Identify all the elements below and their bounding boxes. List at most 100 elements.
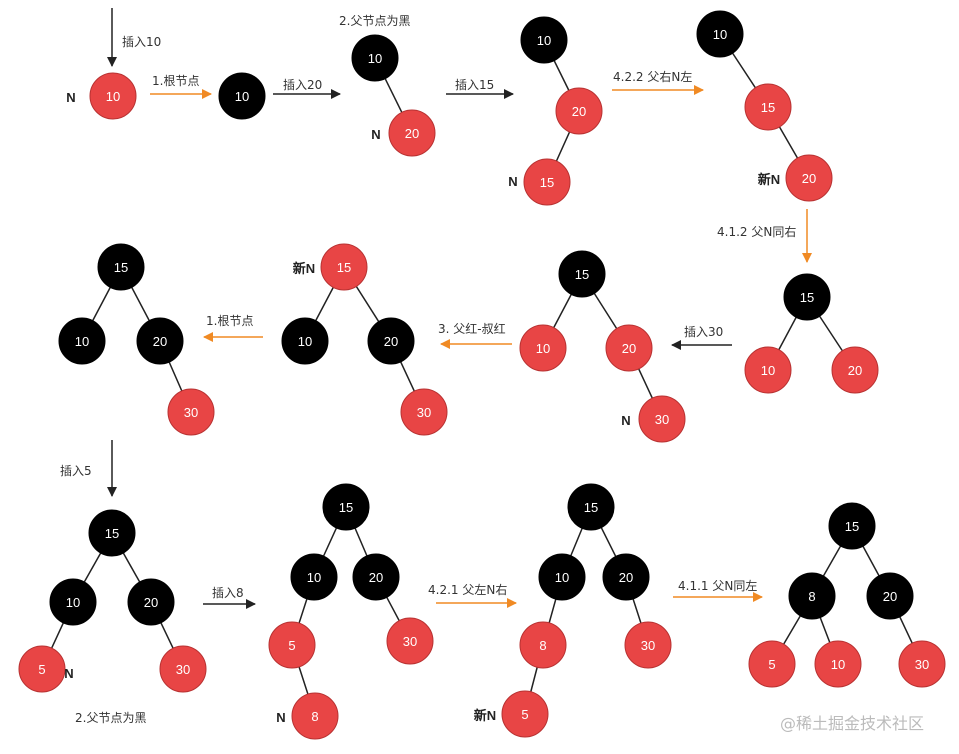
node-value: 15: [114, 260, 128, 275]
step-note: 2.父节点为黑: [339, 14, 410, 28]
tree-node: 20: [602, 553, 650, 601]
node-value: 15: [584, 500, 598, 515]
node-value: 20: [848, 363, 862, 378]
black-node-circle: [866, 572, 914, 620]
tree-node: 10: [520, 16, 568, 64]
node-value: 20: [384, 334, 398, 349]
node-value: 10: [761, 363, 775, 378]
node-value: 10: [537, 33, 551, 48]
watermark-text: @稀土掘金技术社区: [780, 714, 924, 733]
node-value: 15: [845, 519, 859, 534]
node-value: 5: [288, 638, 295, 653]
black-node-circle: [367, 317, 415, 365]
tree-node: 10: [58, 317, 106, 365]
node-value: 5: [768, 657, 775, 672]
node-value: 20: [622, 341, 636, 356]
node-value: 15: [337, 260, 351, 275]
black-node-circle: [567, 483, 615, 531]
red-node-circle: [519, 621, 567, 669]
node-value: 8: [539, 638, 546, 653]
nodes-layer: 10 10 10 20 10 20 15 10 15 20 15 10 20 15 10 20 30 15 10 20…: [18, 10, 946, 740]
step-label: 1.根节点: [152, 74, 199, 88]
node-value: 15: [105, 526, 119, 541]
tree-node: 15: [88, 509, 136, 557]
tree-node: 10: [89, 72, 137, 120]
tree-node: 20: [555, 87, 603, 135]
tree-node: 20: [785, 154, 833, 202]
step-label: 插入20: [283, 78, 322, 92]
red-node-circle: [785, 154, 833, 202]
node-value: 10: [75, 334, 89, 349]
tree-node: 30: [159, 645, 207, 693]
tree-node: 20: [831, 346, 879, 394]
red-node-circle: [519, 324, 567, 372]
red-node-circle: [638, 395, 686, 443]
arrows-layer: [107, 8, 812, 609]
new-node-tag: N: [371, 127, 380, 142]
red-node-circle: [748, 640, 796, 688]
node-value: 8: [311, 709, 318, 724]
node-value: 10: [307, 570, 321, 585]
tree-node: 10: [744, 346, 792, 394]
step-label: 4.1.1 父N同左: [678, 578, 757, 593]
tree-node: 20: [127, 578, 175, 626]
new-node-tag: N: [66, 90, 75, 105]
node-value: 30: [184, 405, 198, 420]
tree-node: 10: [696, 10, 744, 58]
node-value: 20: [572, 104, 586, 119]
black-node-circle: [88, 509, 136, 557]
tree-node: 5: [18, 645, 66, 693]
node-value: 10: [368, 51, 382, 66]
tree-node: 10: [538, 553, 586, 601]
red-node-circle: [744, 83, 792, 131]
tree-node: 15: [828, 502, 876, 550]
tree-node: 30: [386, 617, 434, 665]
black-node-circle: [520, 16, 568, 64]
tree-node: 8: [519, 621, 567, 669]
red-node-circle: [167, 388, 215, 436]
node-value: 15: [800, 290, 814, 305]
tree-node: 20: [388, 109, 436, 157]
new-node-tag: N: [276, 710, 285, 725]
black-node-circle: [558, 250, 606, 298]
step-label: 3. 父红-叔红: [438, 321, 506, 336]
red-node-circle: [605, 324, 653, 372]
node-value: 30: [915, 657, 929, 672]
black-node-circle: [828, 502, 876, 550]
black-node-circle: [696, 10, 744, 58]
tree-node: 15: [320, 243, 368, 291]
new-node-tag: N: [621, 413, 630, 428]
tree-node: 10: [814, 640, 862, 688]
tree-node: 30: [400, 388, 448, 436]
red-node-circle: [268, 621, 316, 669]
node-value: 10: [298, 334, 312, 349]
step-label: 插入15: [455, 78, 494, 92]
tree-node: 30: [638, 395, 686, 443]
black-node-circle: [538, 553, 586, 601]
tree-node: 30: [898, 640, 946, 688]
step-label: 1.根节点: [206, 314, 253, 328]
tree-node: 10: [218, 72, 266, 120]
node-value: 10: [831, 657, 845, 672]
step-label: 插入10: [122, 35, 161, 49]
red-node-circle: [388, 109, 436, 157]
step-label: 插入5: [60, 464, 92, 478]
red-node-circle: [400, 388, 448, 436]
black-node-circle: [136, 317, 184, 365]
tree-node: 10: [281, 317, 329, 365]
tree-node: 10: [49, 578, 97, 626]
tree-node: 30: [624, 621, 672, 669]
black-node-circle: [58, 317, 106, 365]
red-node-circle: [320, 243, 368, 291]
node-value: 5: [38, 662, 45, 677]
tree-node: 20: [352, 553, 400, 601]
node-value: 10: [555, 570, 569, 585]
tree-node: 10: [290, 553, 338, 601]
red-node-circle: [898, 640, 946, 688]
black-node-circle: [788, 572, 836, 620]
new-node-tag: 新N: [293, 261, 315, 276]
black-node-circle: [49, 578, 97, 626]
node-value: 15: [575, 267, 589, 282]
